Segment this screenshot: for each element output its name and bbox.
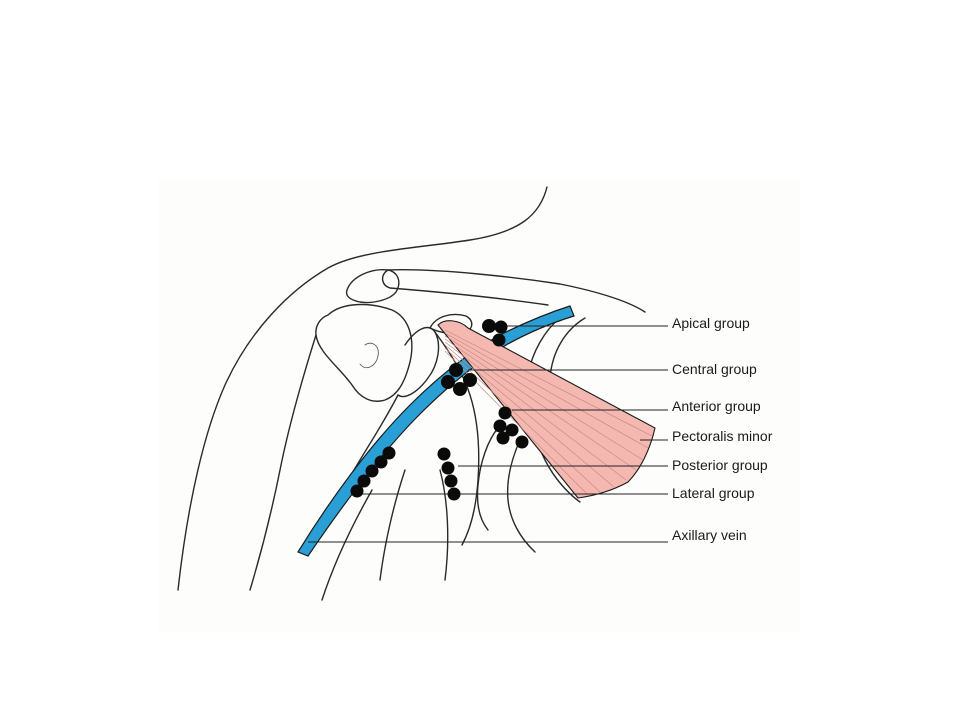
lymph-node [374, 455, 388, 469]
lymph-node [496, 431, 510, 445]
lymph-node [382, 446, 396, 460]
lateral-lymph-nodes [350, 446, 396, 498]
label-central-group: Central group [672, 361, 757, 377]
scapula-glenoid [397, 327, 440, 398]
lymph-node [482, 319, 496, 333]
latissimus-edge [321, 489, 373, 601]
diagram-background [158, 180, 800, 632]
humeral-head [315, 303, 413, 402]
pectoralis-minor-muscle [437, 320, 656, 499]
label-axillary-vein: Axillary vein [672, 527, 747, 543]
lymph-node [444, 474, 458, 488]
axillary-vein [297, 305, 575, 557]
posterior-lymph-nodes [437, 447, 461, 501]
leader-lines [308, 325, 668, 543]
thoracic-outline [379, 469, 449, 581]
lymph-node [357, 474, 371, 488]
lymph-node [492, 333, 506, 347]
lymph-node [498, 406, 512, 420]
lymph-node [437, 447, 451, 461]
lymph-node [447, 487, 461, 501]
lymph-node [441, 375, 455, 389]
shoulder-skin-outline [177, 186, 548, 591]
scapula-lateral-border [434, 331, 480, 546]
anterior-lymph-nodes [493, 406, 529, 449]
lymph-node [365, 464, 379, 478]
humeral-head-texture [359, 342, 379, 369]
label-posterior-group: Posterior group [672, 457, 768, 473]
lymph-node [494, 320, 508, 334]
label-lateral-group: Lateral group [672, 485, 755, 501]
label-apical-group: Apical group [672, 315, 750, 331]
lymph-node [515, 435, 529, 449]
lymph-node [449, 363, 463, 377]
label-pectoralis-minor: Pectoralis minor [672, 428, 773, 444]
central-lymph-nodes [441, 363, 477, 396]
lymph-node [505, 423, 519, 437]
apical-lymph-nodes [482, 319, 508, 347]
lymph-node [453, 382, 467, 396]
label-anterior-group: Anterior group [672, 398, 761, 414]
lymph-node [350, 484, 364, 498]
lymph-node [441, 461, 455, 475]
lymph-node [493, 419, 507, 433]
lymph-node [463, 373, 477, 387]
clavicle [381, 269, 646, 313]
acromion [345, 269, 400, 304]
chest-wall [476, 427, 536, 553]
